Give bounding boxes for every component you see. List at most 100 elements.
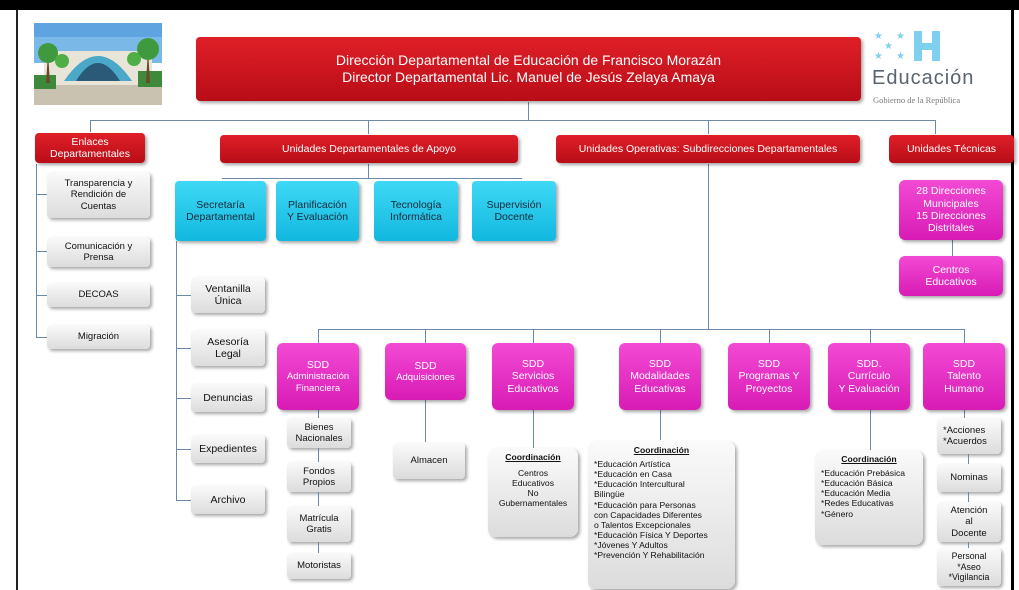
apoyo-unit: Planificación Y Evaluación: [276, 181, 359, 241]
coordination-heading: Coordinación: [841, 454, 897, 464]
connector: [176, 500, 192, 501]
connector: [660, 329, 661, 343]
coordination-text: Centros Educativos No Gubernamentales: [498, 468, 568, 508]
connector: [318, 448, 319, 462]
sdd-box: SDD Modalidades Educativas: [619, 343, 701, 410]
talento-personal: Personal *Aseo *Vigilancia: [937, 548, 1001, 586]
left-border: [16, 10, 18, 590]
connector: [318, 492, 319, 506]
sdd-title: SDD: [521, 357, 545, 370]
direcciones-box: 28 Direcciones Municipales 15 Direccione…: [899, 180, 1003, 240]
list-item: *Educación en Casa: [594, 469, 672, 480]
connector: [318, 329, 964, 330]
connector: [368, 120, 369, 134]
connector: [36, 295, 48, 296]
connector: [318, 329, 319, 343]
talento-acciones: *Acciones *Acuerdos: [937, 418, 1001, 454]
secretaria-item: Denuncias: [191, 384, 265, 412]
connector: [425, 400, 426, 442]
connector: [660, 410, 661, 440]
sdd-box: SDD Programas Y Proyectos: [728, 343, 810, 410]
building-photo: [34, 23, 162, 105]
coordination-heading: Coordinación: [505, 452, 561, 462]
modalidades-list: *Educación Artística *Educación en Casa …: [594, 459, 729, 560]
education-logo-icon: ★ ★ ★ ★ ★: [870, 27, 960, 72]
coordination-heading: Coordinación: [633, 445, 690, 455]
connector: [176, 348, 192, 349]
list-item: *Educación Prebásica: [821, 468, 906, 478]
sdd-name: Modalidades Educativas: [630, 370, 690, 395]
sdd-title: SDD.: [856, 357, 882, 370]
header-line2: Director Departamental Lic. Manuel de Je…: [342, 69, 715, 85]
header-line1: Dirección Departamental de Educación de …: [335, 52, 722, 69]
sdd-name: Programas Y Proyectos: [738, 370, 800, 395]
sdd-title: SDD: [414, 359, 437, 372]
sdd-name: Servicios Educativos: [507, 370, 559, 395]
connector: [425, 329, 426, 343]
connector: [968, 492, 969, 502]
right-border: [1011, 10, 1014, 590]
connector: [36, 337, 48, 338]
sdd-title: SDD: [306, 359, 330, 372]
curriculo-coordination: Coordinación *Educación Prebásica *Educa…: [815, 450, 923, 545]
sdd-box: SDD Administración Financiera: [277, 343, 359, 410]
talento-atencion: Atención al Docente: [937, 502, 1001, 542]
sdd-box: SDD. Currículo Y Evaluación: [828, 343, 910, 410]
logo-text: Educación: [872, 67, 975, 89]
operativas-title: Unidades Operativas: Subdirecciones Depa…: [556, 135, 860, 163]
svg-text:★: ★: [874, 51, 883, 62]
connector: [36, 251, 48, 252]
connector: [176, 398, 192, 399]
connector: [964, 410, 965, 418]
sdd-box: SDD Servicios Educativos: [492, 343, 574, 410]
almacen-box: Almacen: [393, 443, 465, 479]
tecnicas-title: Unidades Técnicas: [889, 135, 1014, 163]
sdd-title: SDD: [648, 357, 672, 370]
connector: [708, 120, 709, 134]
connector: [36, 164, 37, 337]
connector: [368, 164, 369, 178]
secretaria-item: Expedientes: [191, 435, 265, 463]
connector: [952, 240, 953, 256]
list-item: *Educación Física Y Deportes: [594, 529, 708, 540]
list-item: *Redes Educativas: [821, 498, 894, 509]
connector: [769, 329, 770, 343]
list-item: *Jóvenes Y Adultos: [594, 540, 668, 551]
connector: [318, 542, 319, 553]
connector: [528, 102, 529, 120]
sdd-name: Currículo Y Evaluación: [838, 370, 900, 395]
list-item: *Educación Artística: [594, 459, 671, 469]
list-item: *Educación para Personas con Capacidades…: [594, 499, 702, 530]
connector: [870, 329, 871, 343]
top-border: [0, 0, 1019, 10]
svg-text:★: ★: [896, 51, 905, 62]
connector: [968, 542, 969, 548]
servicios-coordination: Coordinación Centros Educativos No Guber…: [488, 448, 578, 537]
enlace-item: DECOAS: [47, 283, 150, 307]
apoyo-unit: Secretaría Departamental: [175, 181, 266, 241]
list-item: *Educación Intercultural Bilingüe: [594, 479, 685, 500]
sdd-box: SDD Adquisiciones: [385, 343, 466, 400]
connector: [90, 120, 91, 132]
enlace-item: Comunicación y Prensa: [47, 237, 150, 267]
list-item: *Prevención Y Rehabilitación: [594, 550, 705, 561]
sdd-name: Administración Financiera: [286, 371, 350, 394]
connector: [90, 120, 935, 121]
connector: [708, 164, 709, 329]
sdd-title: SDD: [757, 357, 781, 370]
list-item: *Educación Básica: [821, 478, 893, 489]
secretaria-item: Ventanilla Única: [191, 277, 265, 313]
connector: [176, 295, 192, 296]
financiera-item: Fondos Propios: [287, 462, 351, 492]
financiera-item: Bienes Nacionales: [287, 418, 351, 448]
logo-subtitle: Gobierno de la República: [873, 95, 961, 105]
financiera-item: Matrícula Gratis: [287, 506, 351, 542]
modalidades-coordination: Coordinación *Educación Artística *Educa…: [588, 441, 735, 589]
connector: [964, 329, 965, 343]
connector: [533, 410, 534, 450]
apoyo-title: Unidades Departamentales de Apoyo: [220, 135, 518, 163]
connector: [533, 329, 534, 343]
centros-box: Centros Educativos: [899, 256, 1003, 296]
svg-text:★: ★: [896, 31, 905, 42]
connector: [36, 194, 48, 195]
